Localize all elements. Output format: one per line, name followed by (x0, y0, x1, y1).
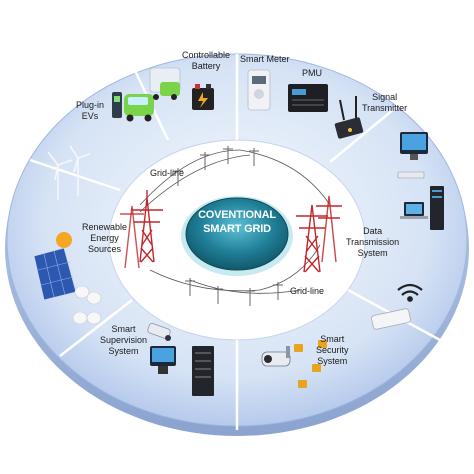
label-grid-line-top: Grid-line (150, 168, 185, 178)
label-smart-security-system: Smart Security System (316, 334, 349, 366)
signal-transmitter-icon (334, 96, 364, 139)
router-icon (371, 308, 411, 330)
padlock-icons (294, 340, 327, 388)
ev-charger-icon (112, 92, 122, 118)
pmu-device-icon (288, 84, 328, 112)
computer-monitor-icon (397, 132, 428, 179)
hub-title-line-2: SMART GRID (203, 223, 271, 235)
laptop-icon (400, 202, 428, 219)
label-data-transmission-system: Data Transmission System (346, 226, 400, 258)
smart-bulbs-icon (72, 285, 102, 325)
label-pmu: PMU (302, 68, 322, 78)
transmission-tower-left (120, 190, 163, 269)
wifi-icon (397, 283, 423, 302)
label-smart-meter: Smart Meter (240, 54, 290, 64)
hub-title: COVENTIONAL SMART GRID (186, 208, 288, 236)
electric-truck-icon (149, 67, 181, 100)
label-plug-in-evs: Plug-in EVs (76, 100, 105, 121)
monitor-icon (150, 346, 176, 374)
transmission-tower-right (296, 195, 342, 273)
label-grid-line-bottom: Grid-line (290, 286, 325, 296)
security-camera-icon (261, 346, 291, 367)
server-rack-icon (192, 346, 214, 396)
segment-dividers (29, 54, 441, 430)
label-signal-transmitter: Signal Transmitter (362, 92, 408, 113)
smart-meter-icon (247, 69, 271, 111)
utility-poles (173, 146, 283, 306)
electric-car-icon (124, 94, 154, 122)
label-renewable-energy-sources: Renewable Energy Sources (82, 222, 128, 254)
battery-icon (192, 84, 214, 110)
hub (185, 197, 289, 271)
label-controllable-battery: Controllable Battery (182, 50, 231, 71)
cctv-camera-icon (147, 322, 171, 341)
solar-panel-icon (33, 247, 77, 301)
label-smart-supervision-system: Smart Supervision System (100, 324, 148, 356)
hub-title-line-1: COVENTIONAL (198, 209, 276, 221)
server-tower-icon (430, 186, 444, 230)
wind-turbine-icon (47, 145, 91, 200)
sun-icon (56, 232, 72, 248)
